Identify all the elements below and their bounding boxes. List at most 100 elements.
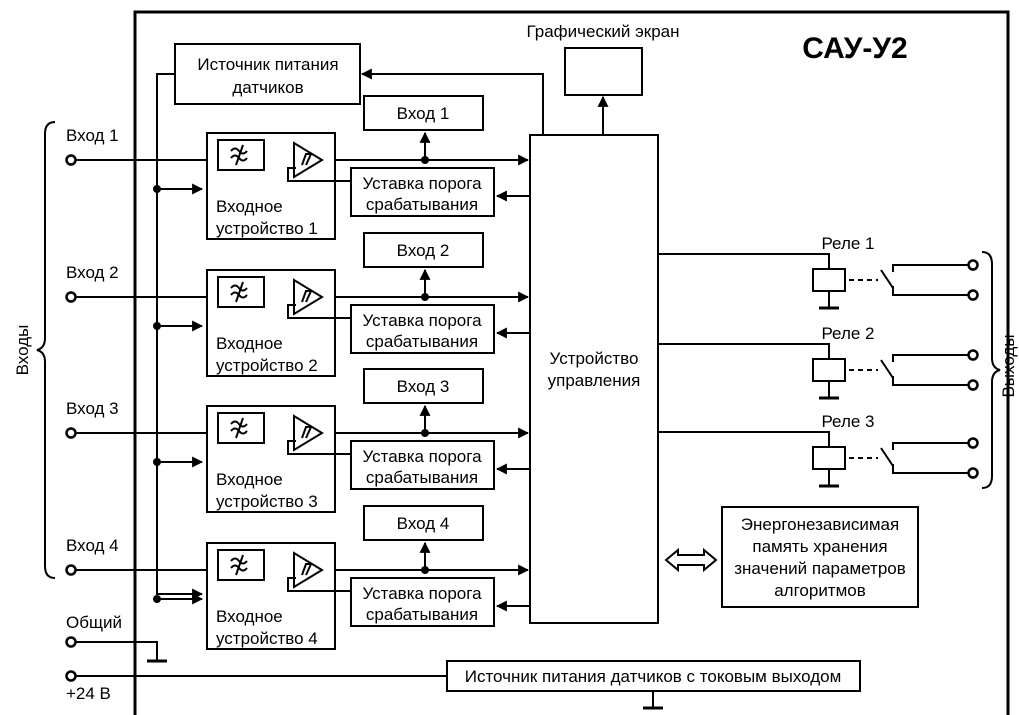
inputs-group-label: Входы [13, 325, 32, 376]
filter-wave-top [230, 147, 248, 155]
current-supply-box [446, 660, 861, 692]
input-device-line2: устройство 2 [216, 356, 318, 375]
input-terminal[interactable] [65, 291, 77, 303]
indicator-label: Вход 2 [397, 241, 450, 260]
display-box [564, 47, 643, 96]
filter-slash [235, 144, 244, 166]
setpoint-line1: Уставка порога [362, 447, 482, 466]
relay-label: Реле 2 [821, 324, 874, 343]
setpoint-box [350, 167, 495, 217]
comparator-icon [293, 551, 324, 589]
relay-coil-icon [812, 268, 846, 292]
relay-2: Реле 2 [658, 324, 979, 400]
relay-coil [812, 268, 846, 292]
common-terminal[interactable] [65, 636, 77, 648]
input-terminal[interactable] [65, 427, 77, 439]
indicator-box [363, 505, 484, 541]
output-terminal[interactable] [967, 379, 979, 391]
relay-label: Реле 3 [821, 412, 874, 431]
filter-wave-top [230, 284, 248, 292]
relay-3: Реле 3 [658, 412, 979, 488]
relay-contact-bottom [892, 464, 972, 474]
relay-contact-bottom [892, 376, 972, 386]
setpoint-feedback [287, 167, 351, 182]
comparator-hysteresis [301, 426, 313, 439]
filter-slash [235, 417, 244, 439]
memory-link-double-arrow [664, 547, 718, 573]
low-pass-filter-icon [217, 549, 265, 581]
outputs-group-label: Выходы [999, 334, 1018, 397]
output-terminal[interactable] [967, 437, 979, 449]
indicator-box [363, 95, 484, 131]
relay-contact-blade [880, 269, 894, 289]
indicator-label: Вход 4 [397, 514, 450, 533]
input-device-line2: устройство 1 [216, 219, 318, 238]
output-terminal[interactable] [967, 289, 979, 301]
relay-coil [812, 446, 846, 470]
inputs-brace [36, 121, 56, 579]
filter-box [217, 139, 265, 171]
input-device-line1: Входное [216, 334, 283, 353]
comparator-icon [293, 141, 324, 179]
memory-line1: Энергонезависимая [741, 515, 899, 534]
relay-control-line [658, 343, 830, 359]
output-terminal[interactable] [967, 349, 979, 361]
input-terminal[interactable] [65, 564, 77, 576]
controller-box [529, 134, 659, 624]
filter-box [217, 276, 265, 308]
relay-contact-top [892, 264, 972, 272]
relay-coil-icon [812, 446, 846, 470]
input-terminal[interactable] [65, 154, 77, 166]
setpoint-box [350, 304, 495, 354]
comparator-hysteresis [301, 290, 313, 303]
setpoint-feedback [287, 577, 351, 592]
outputs-brace [981, 251, 1001, 489]
memory-line4: алгоритмов [774, 581, 866, 600]
memory-box [721, 506, 919, 608]
supply-terminal[interactable] [65, 670, 77, 682]
comparator-icon [293, 278, 324, 316]
sensor-power-line1: Источник питания [197, 55, 338, 74]
indicator-box [363, 232, 484, 268]
filter-slash [235, 554, 244, 576]
setpoint-line2: срабатывания [366, 332, 478, 351]
controller-line2: управления [548, 371, 641, 390]
input-terminal-label: Вход 1 [66, 126, 119, 145]
setpoint-line2: срабатывания [366, 195, 478, 214]
relay-control-line [658, 431, 830, 447]
filter-box [217, 412, 265, 444]
display-label: Графический экран [526, 22, 679, 41]
filter-wave-top [230, 557, 248, 565]
filter-box [217, 549, 265, 581]
comparator-icon [293, 414, 324, 452]
setpoint-feedback [287, 440, 351, 455]
relay-coil [812, 358, 846, 382]
memory-line2: память хранения [752, 537, 887, 556]
indicator-label: Вход 1 [397, 104, 450, 123]
relay-contact-top [892, 354, 972, 362]
device-frame [133, 10, 1010, 715]
low-pass-filter-icon [217, 412, 265, 444]
output-terminal[interactable] [967, 467, 979, 479]
indicator-box [363, 368, 484, 404]
input-device-line1: Входное [216, 607, 283, 626]
input-channels: Вход 1 Входное устройство 1 Вход 1 Уставка п… [65, 95, 530, 650]
input-device-line1: Входное [216, 470, 283, 489]
relay-contact-blade [880, 359, 894, 379]
setpoint-line1: Уставка порога [362, 311, 482, 330]
setpoint-feedback [287, 304, 351, 319]
setpoint-box [350, 440, 495, 490]
setpoint-line1: Уставка порога [362, 584, 482, 603]
input-terminal-label: Вход 3 [66, 399, 119, 418]
output-terminal[interactable] [967, 259, 979, 271]
relay-coil-icon [812, 358, 846, 382]
setpoint-line2: срабатывания [366, 605, 478, 624]
setpoint-line2: срабатывания [366, 468, 478, 487]
sensor-power-line2: датчиков [232, 78, 303, 97]
low-pass-filter-icon [217, 139, 265, 171]
